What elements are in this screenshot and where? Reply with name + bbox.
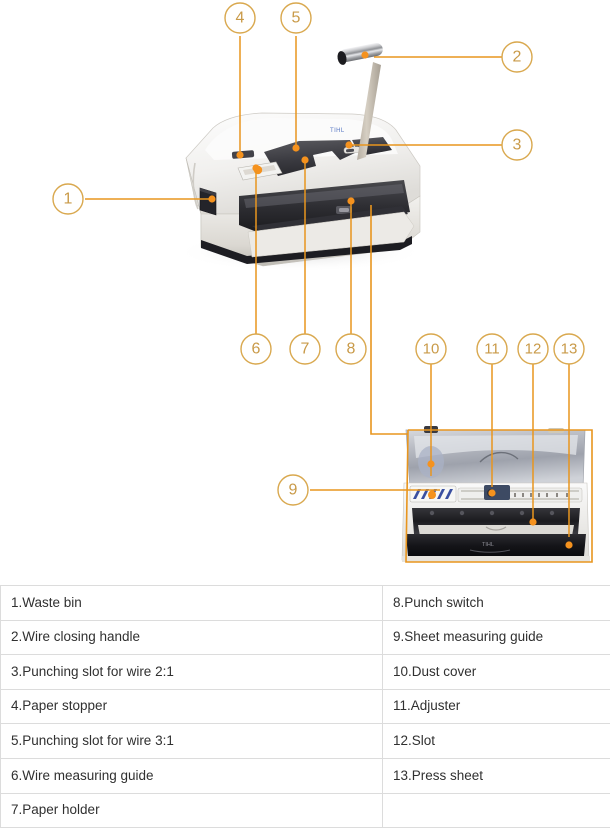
machine-foot-left: [201, 240, 247, 264]
table-row: 5.Punching slot for wire 3:1 12.Slot: [0, 723, 610, 759]
legend-cell-right: [382, 792, 610, 829]
callout-label: 7: [301, 341, 310, 358]
detail-frame-outline: [405, 429, 593, 563]
callout-label: 8: [347, 341, 356, 358]
callout-9[interactable]: 9: [277, 474, 309, 506]
table-row: 4.Paper stopper 11.Adjuster: [0, 688, 610, 725]
waste-bin-lip: [200, 188, 216, 196]
callout-11[interactable]: 11: [476, 333, 508, 365]
press-sheet-gloss: [469, 549, 511, 553]
dust-cover-reflection: [414, 435, 578, 458]
slot-inner-notch: [485, 526, 507, 531]
punching-slot-2to1[interactable]: [343, 146, 361, 154]
callout-5[interactable]: 5: [280, 2, 312, 34]
leader-dot-4: [236, 151, 244, 159]
press-sheet[interactable]: [406, 534, 586, 556]
punch-bay-gloss: [244, 184, 404, 208]
callout-label: 4: [236, 10, 245, 27]
adjuster[interactable]: [484, 485, 510, 500]
dust-cover-arc: [479, 451, 519, 463]
callout-label: 6: [252, 341, 261, 358]
leader-dot-3: [345, 141, 353, 149]
machine-front-fascia: [247, 211, 415, 258]
leader-dot-5: [292, 144, 300, 152]
callout-label: 1: [64, 191, 73, 208]
machine-left-seam: [192, 162, 199, 210]
callout-label: 13: [561, 341, 578, 358]
table-row: 2.Wire closing handle 9.Sheet measuring …: [0, 619, 610, 656]
table-row: 7.Paper holder: [0, 792, 610, 829]
leader-lines: [85, 36, 570, 537]
machine-foot-front: [247, 236, 412, 264]
parts-legend: 1.Waste bin 8.Punch switch 2.Wire closin…: [0, 585, 610, 829]
legend-cell-left: 6.Wire measuring guide: [0, 757, 383, 794]
callout-7[interactable]: 7: [289, 333, 321, 365]
legend-cell-right: 11.Adjuster: [382, 688, 610, 725]
legend-cell-right: 12.Slot: [382, 723, 610, 759]
callout-label: 2: [513, 49, 522, 66]
callout-label: 5: [292, 10, 301, 27]
parts-legend-table: 1.Waste bin 8.Punch switch 2.Wire closin…: [0, 585, 610, 829]
callout-12[interactable]: 12: [517, 333, 549, 365]
leader-dot-6: [252, 164, 260, 172]
leader-dot-10: [427, 460, 435, 468]
table-row: 6.Wire measuring guide 13.Press sheet: [0, 757, 610, 794]
callout-label: 11: [484, 341, 500, 358]
handle-arm: [357, 62, 381, 160]
parts-diagram: TIHL: [52, 2, 593, 563]
adjuster-scale-ticks: [514, 493, 568, 497]
handle-grip: [337, 43, 383, 65]
table-row: 1.Waste bin 8.Punch switch: [0, 585, 610, 621]
legend-cell-right: 10.Dust cover: [382, 654, 610, 690]
legend-cell-right: 13.Press sheet: [382, 757, 610, 794]
leader-dot-1: [208, 195, 216, 203]
legend-cell-right: 8.Punch switch: [382, 585, 610, 621]
diagram-canvas: TIHL: [52, 2, 593, 563]
leader-dot-12: [529, 518, 537, 526]
leader-dot-11: [488, 489, 496, 497]
callout-1[interactable]: 1: [52, 183, 84, 215]
callout-bubbles: 1 2 3 4 5 6 7 8: [52, 2, 585, 506]
detail-base-edge: [402, 556, 590, 562]
punching-slot-3to1[interactable]: [264, 140, 357, 176]
legend-cell-left: 7.Paper holder: [0, 792, 383, 829]
leader-dot-9: [428, 490, 436, 498]
callout-8[interactable]: 8: [335, 333, 367, 365]
callout-2[interactable]: 2: [501, 41, 533, 73]
press-sheet-mark: TIHL: [482, 542, 494, 548]
callout-6[interactable]: 6: [240, 333, 272, 365]
callout-3[interactable]: 3: [501, 129, 533, 161]
callout-4[interactable]: 4: [224, 2, 256, 34]
slot-punch-pins: [429, 510, 555, 516]
adjuster-rail: [457, 487, 583, 503]
callout-13[interactable]: 13: [553, 333, 585, 365]
legend-cell-left: 2.Wire closing handle: [0, 619, 383, 656]
leader-dots: [208, 51, 573, 549]
wire-closing-handle[interactable]: [336, 42, 384, 160]
legend-cell-left: 3.Punching slot for wire 2:1: [0, 654, 383, 690]
brand-mark: TIHL: [330, 128, 345, 134]
table-row: 3.Punching slot for wire 2:1 10.Dust cov…: [0, 654, 610, 690]
legend-cell-right: 9.Sheet measuring guide: [382, 619, 610, 656]
callout-label: 12: [525, 341, 542, 358]
callout-label: 9: [289, 482, 298, 499]
legend-cell-left: 1.Waste bin: [0, 585, 383, 621]
binding-machine-illustration: TIHL: [175, 42, 425, 272]
callout-label: 3: [513, 137, 522, 154]
leader-dot-7: [301, 156, 309, 164]
leader-dot-8: [347, 197, 355, 205]
detail-connector-line: [370, 205, 408, 435]
callout-10[interactable]: 10: [415, 333, 447, 365]
leader-dot-2: [361, 51, 369, 59]
legend-cell-left: 4.Paper stopper: [0, 688, 383, 725]
legend-cell-left: 5.Punching slot for wire 3:1: [0, 723, 383, 759]
open-cover-detail-illustration: TIHL: [401, 426, 590, 562]
punch-switch[interactable]: [336, 206, 352, 214]
detail-frame-bracket: [370, 205, 593, 563]
callout-label: 10: [423, 341, 440, 358]
leader-dot-13: [565, 541, 573, 549]
